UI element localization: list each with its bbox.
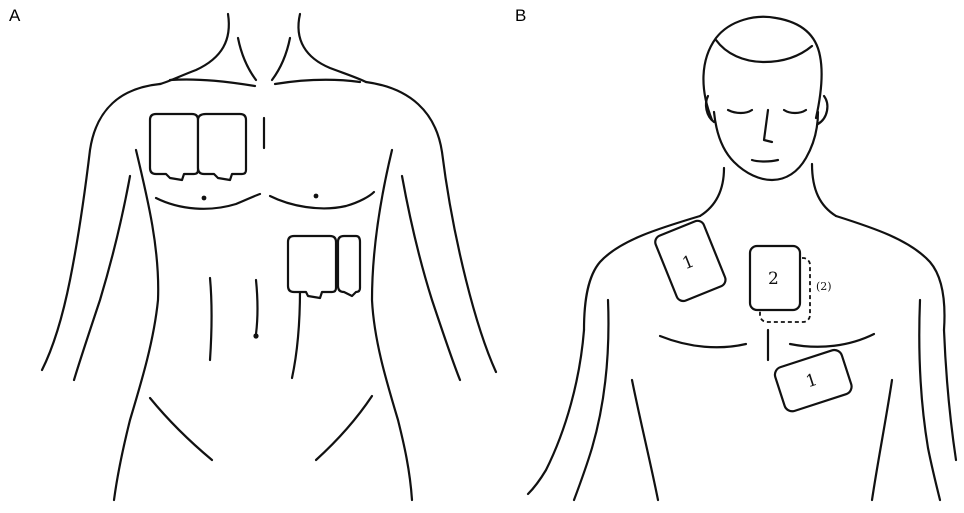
right-arm-outer-b [944, 330, 956, 460]
right-arm-outer [366, 82, 496, 372]
neck-right [812, 164, 836, 216]
eye-left [728, 110, 752, 113]
head-hair-outline [703, 17, 821, 120]
groin-left [150, 398, 212, 460]
panel-b-figure [528, 17, 956, 500]
abdomen-line-left [210, 278, 212, 360]
pad-a-lower-left [288, 236, 336, 298]
right-arm-inner-b [919, 300, 940, 500]
left-arm-inner-b [574, 300, 608, 500]
pad-a-upper-left [150, 114, 198, 180]
abdomen-line-right [292, 290, 300, 378]
panel-b-pads: 1 2 (2) 1 [653, 219, 853, 414]
pectoral-right-b [790, 334, 874, 347]
hairline [716, 40, 812, 62]
nose [764, 110, 772, 142]
pad-a-upper-right [198, 114, 246, 180]
pad-b-alternate-label: (2) [816, 280, 832, 293]
ear-left [706, 96, 714, 122]
nipple-right [314, 194, 319, 199]
pad-b-side: 1 [773, 348, 854, 413]
pectoral-left [156, 194, 260, 209]
pad-b-chest: 2 [750, 246, 800, 310]
pectoral-right [270, 192, 374, 208]
neck-right-line [298, 14, 366, 82]
neck-left-line [160, 14, 229, 84]
shoulder-right [836, 216, 944, 330]
pectoral-left-b [660, 336, 746, 347]
torso-left-side [114, 150, 158, 500]
neck-muscle-right [272, 38, 290, 80]
panel-a-torso [42, 14, 496, 500]
pad-a-lower-right [338, 236, 360, 296]
groin-right [316, 396, 372, 460]
mouth [752, 160, 778, 162]
neck-left [700, 168, 724, 216]
left-arm-outer [42, 84, 160, 370]
eye-right [784, 110, 806, 113]
clavicle-right [275, 80, 360, 84]
pad-b-chest-number: 2 [768, 269, 779, 289]
torso-right-b [872, 380, 892, 500]
torso-left-b [632, 380, 658, 500]
navel [253, 333, 258, 338]
neck-muscle-left [238, 38, 256, 80]
pad-b-shoulder: 1 [653, 219, 727, 303]
left-arm-outer-b [528, 330, 584, 494]
linea-alba [256, 280, 258, 334]
clavicle-left [170, 79, 255, 86]
nipple-left [202, 196, 207, 201]
